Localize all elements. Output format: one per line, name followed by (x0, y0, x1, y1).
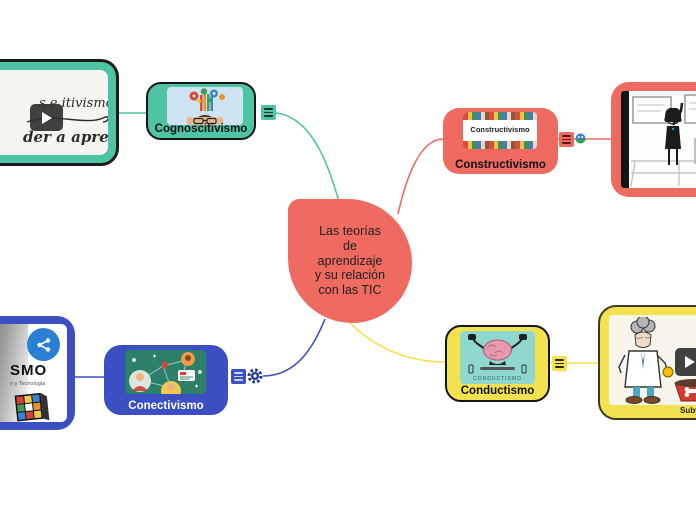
menu-bar (264, 108, 273, 111)
conectivismo-thumbnail-image (125, 350, 206, 394)
dog-bowl (674, 379, 696, 402)
menu-bar (234, 372, 243, 375)
topic-cognoscitivismo[interactable]: Cognoscitivismo (146, 82, 256, 140)
sketch-video-frame: CO (621, 91, 696, 188)
letterbox-bar (621, 91, 629, 188)
menu-icon[interactable] (231, 369, 246, 384)
art-supplies-doodles (463, 112, 537, 120)
video-node-cognoscitivismo[interactable]: s e itivismo der a aprender (0, 59, 119, 166)
play-icon (41, 111, 52, 124)
tie (641, 351, 645, 369)
menu-bar (555, 359, 564, 362)
play-button[interactable] (30, 104, 63, 131)
topic-constructivismo[interactable]: Constructivismo Constructivismo (443, 108, 558, 174)
topic-conductismo[interactable]: CONDUCTISMO Conductismo (445, 325, 550, 402)
topic-label-constructivismo: Constructivismo (455, 159, 546, 171)
bell (662, 366, 674, 378)
handwriting-text-bottom: der a aprender (23, 128, 108, 146)
menu-bar (234, 375, 243, 378)
menu-icon[interactable] (261, 105, 276, 120)
conectivismo-video-frame: SMO n y Tecnología (0, 324, 67, 422)
share-badge (27, 328, 60, 361)
conductismo-thumbnail-image: CONDUCTISMO (460, 331, 535, 384)
connector-conductismo (346, 319, 446, 363)
topic-label-conductismo: Conductismo (460, 385, 535, 397)
connector-constructivismo (397, 138, 444, 215)
woman-suit (665, 126, 681, 149)
share-icon (36, 337, 50, 352)
bench (489, 361, 506, 365)
topic-label-cognoscitivismo: Cognoscitivismo (154, 123, 248, 135)
cognoscitivismo-thumbnail-image (167, 87, 243, 125)
central-topic-label: Las teorías de aprendizaje y su relación… (314, 224, 386, 298)
woman-arm-pointing (671, 102, 684, 126)
menu-icon[interactable] (559, 132, 574, 147)
topic-conectivismo[interactable]: Conectivismo (104, 345, 228, 415)
video-node-constructivismo[interactable]: CO (611, 82, 696, 197)
video-subtitle-fragment: n y Tecnología (10, 381, 46, 387)
menu-bar (264, 114, 273, 117)
menu-bar (264, 111, 273, 114)
bottle (468, 364, 474, 374)
pavlov-scientist-cartoon (618, 317, 674, 404)
video-title-fragment: SMO (10, 362, 48, 379)
rubiks-cube (14, 392, 50, 422)
menu-icon[interactable] (552, 356, 567, 371)
play-icon (685, 356, 695, 368)
video-node-conductismo[interactable]: Subt (598, 305, 696, 420)
menu-bar (555, 365, 564, 368)
subtitles-label-fragment: Subt (680, 406, 696, 415)
connector-conectivismo (262, 318, 326, 377)
bone (684, 387, 696, 397)
central-topic[interactable]: Las teorías de aprendizaje y su relación… (288, 199, 412, 323)
menu-bar (555, 362, 564, 365)
menu-bar (562, 138, 571, 141)
thumb-caption: CONDUCTISMO (473, 376, 522, 382)
connector-cognoscitivismo (275, 112, 341, 207)
play-button[interactable] (675, 348, 696, 376)
location-pin (162, 361, 168, 372)
thumb-caption: Constructivismo (470, 125, 530, 134)
brain (483, 339, 512, 361)
conductismo-video-frame (609, 315, 696, 405)
gear-icon[interactable] (247, 368, 263, 384)
art-supplies-doodles (463, 141, 537, 149)
constructivismo-thumbnail-image: Constructivismo (463, 112, 537, 149)
video-node-conectivismo[interactable]: SMO n y Tecnología (0, 316, 75, 430)
globe-emoji-icon[interactable] (575, 133, 586, 144)
face (634, 331, 652, 348)
menu-bar (562, 135, 571, 138)
menu-bar (234, 378, 243, 381)
topic-label-conectivismo: Conectivismo (128, 400, 204, 412)
menu-bar (562, 141, 571, 144)
classroom-sketch: CO (630, 94, 696, 187)
